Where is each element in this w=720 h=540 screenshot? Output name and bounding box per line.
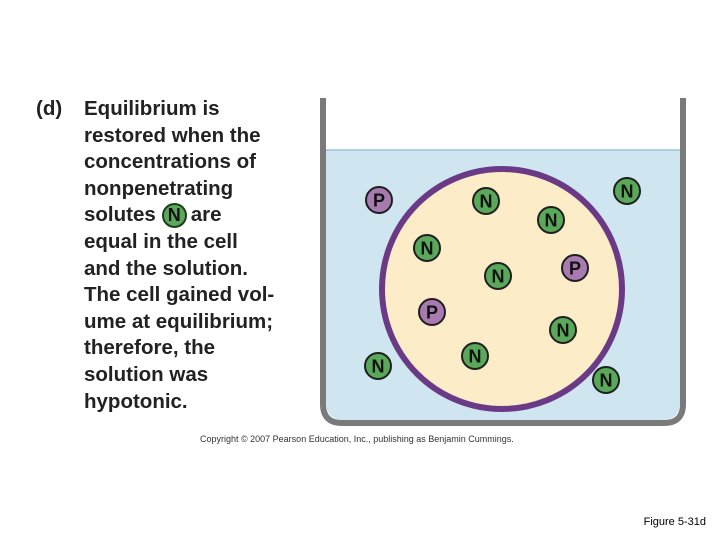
molecules: P N N N N P P N N N N N (364, 177, 641, 394)
caption-line: Equilibrium is (84, 97, 220, 120)
n-molecule-inside: N (537, 206, 565, 234)
n-molecule-inside: N (461, 342, 489, 370)
caption-text: Equilibrium is restored when the concent… (84, 96, 324, 415)
n-molecule-outside: N (364, 352, 392, 380)
n-molecule-outside: N (613, 177, 641, 205)
molecule-label: N (469, 347, 482, 367)
molecule-label: N (545, 211, 558, 231)
molecule-label: N (421, 239, 434, 259)
caption-line: ume at equilibrium; (84, 309, 274, 333)
caption-line: The cell gained vol- (84, 283, 275, 307)
n-molecule-inside: N (413, 234, 441, 262)
caption-line: concentrations of (84, 150, 256, 174)
molecule-label: P (373, 191, 385, 211)
p-molecule-inside: P (418, 298, 446, 326)
caption-line: and the solution. (84, 256, 248, 280)
molecule-label: N (621, 182, 634, 202)
panel-label: (d) (36, 97, 63, 120)
p-molecule-inside: P (365, 186, 393, 214)
n-molecule-inside: N (484, 262, 512, 290)
caption-word-solutes: solutes (84, 203, 156, 227)
n-molecule-inside: N (472, 187, 500, 215)
n-molecule-icon: N (161, 203, 187, 229)
caption-line: equal in the cell (84, 229, 238, 253)
molecule-label: N (492, 267, 505, 287)
molecule-label: P (426, 303, 438, 323)
caption-line: restored when the (84, 123, 261, 147)
molecule-label: P (569, 259, 581, 279)
molecule-label: N (372, 357, 385, 377)
caption-line: nonpenetrating (84, 176, 234, 200)
caption-line: therefore, the (84, 336, 215, 360)
molecule-label: N (557, 321, 570, 341)
caption-word-are: are (190, 203, 222, 227)
figure-label: Figure 5-31d (643, 516, 706, 528)
molecule-label: N (480, 192, 493, 212)
molecule-label: N (600, 371, 613, 391)
copyright-notice: Copyright © 2007 Pearson Education, Inc.… (200, 434, 514, 444)
beaker-wall (320, 98, 686, 426)
n-molecule-inside: N (549, 316, 577, 344)
p-molecule-inside: P (561, 254, 589, 282)
n-molecule-outside: N (592, 366, 620, 394)
caption-line: hypotonic. (84, 389, 188, 413)
caption-line: solution was (84, 362, 209, 386)
